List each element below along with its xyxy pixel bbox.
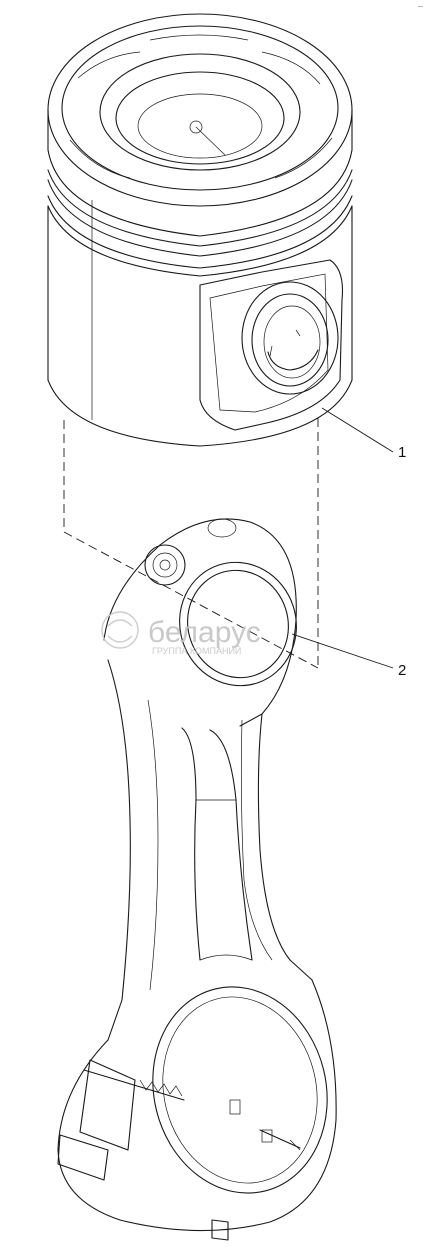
callout-2: 2	[291, 633, 406, 679]
watermark-sub: ГРУППА КОМПАНИЙ	[152, 645, 241, 656]
watermark: беларус ГРУППА КОМПАНИЙ	[101, 611, 261, 656]
callout-label-2: 2	[398, 662, 406, 679]
watermark-name: беларус	[148, 616, 261, 649]
corner-mark: ―	[418, 4, 423, 10]
callout-label-1: 1	[398, 444, 406, 461]
assembly-axis	[63, 418, 319, 669]
watermark-logo-icon	[101, 611, 139, 649]
connecting-rod	[57, 518, 337, 1241]
callout-1: 1	[321, 407, 406, 461]
piston	[47, 13, 353, 447]
